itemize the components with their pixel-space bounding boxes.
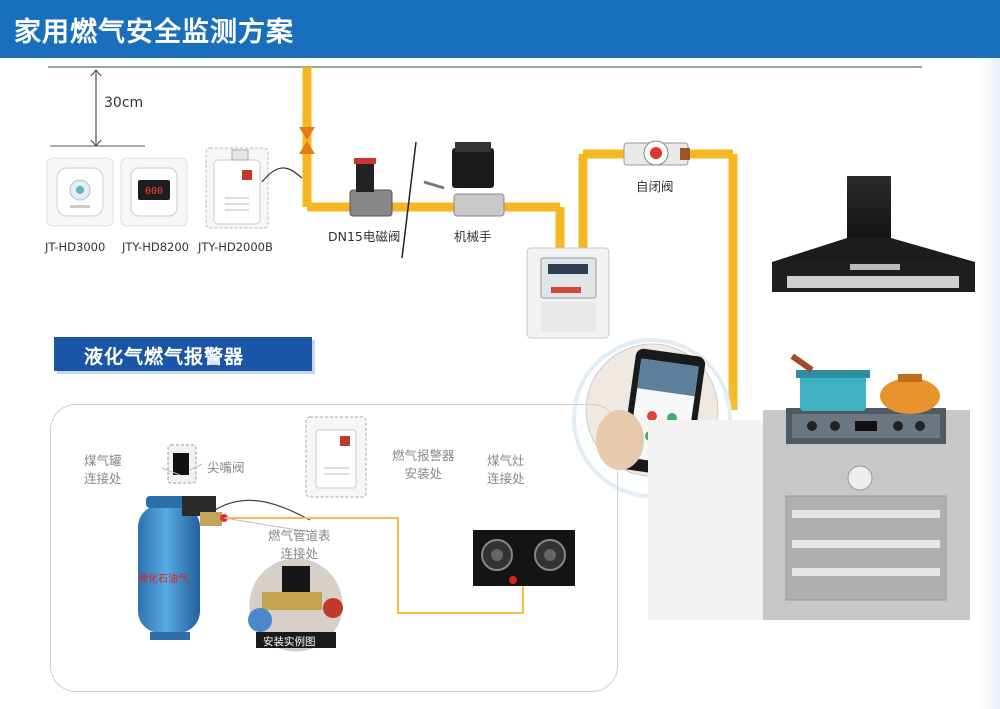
kitchen-stove <box>648 353 970 620</box>
detector-label-3: JTY-HD2000B <box>198 240 273 254</box>
range-hood <box>772 176 975 292</box>
lpg-section-header: 液化气燃气报警器 <box>54 337 312 371</box>
manipulator <box>423 142 505 217</box>
gas-pipe <box>302 67 738 410</box>
self-closing-valve-label: 自闭阀 <box>636 179 674 194</box>
detector-label-1: JT-HD3000 <box>45 240 106 254</box>
self-closing-valve <box>623 140 690 166</box>
page-title: 家用燃气安全监测方案 <box>14 17 294 48</box>
title-bar: 家用燃气安全监测方案 <box>0 0 1000 58</box>
solenoid-valve <box>349 158 393 217</box>
svg-text:000: 000 <box>145 186 163 197</box>
ball-valve-icon <box>299 127 315 154</box>
divider-line <box>401 141 417 259</box>
detector-jt-hd3000 <box>46 157 114 227</box>
tank-connection-label: 煤气罐 连接处 <box>84 453 122 486</box>
solenoid-valve-label: DN15电磁阀 <box>328 229 401 244</box>
pipe-meter-label: 燃气管道表 连接处 <box>268 528 331 561</box>
photo-caption: 安装实例图 <box>263 636 316 648</box>
right-edge-shade <box>980 58 1000 709</box>
gas-meter <box>526 247 610 339</box>
alarm-install-label: 燃气报警器 安装处 <box>392 448 455 481</box>
lpg-hose <box>214 499 311 521</box>
detector-cable <box>261 167 303 183</box>
gas-cooktop <box>473 530 575 586</box>
lpg-pipe <box>226 517 524 614</box>
detector-jty-hd8200: 000 <box>120 157 188 227</box>
dimension-marker <box>50 69 145 147</box>
cylinder-text: 液化石油气 <box>138 574 188 585</box>
lpg-cylinder <box>138 496 200 640</box>
installation-photo <box>248 558 343 652</box>
detector-jty-hd2000b <box>205 147 269 229</box>
manipulator-label: 机械手 <box>454 229 492 244</box>
stove-connection-label: 煤气灶 连接处 <box>487 453 525 486</box>
nozzle-valve-label: 尖嘴阀 <box>207 460 245 475</box>
lpg-alarm <box>305 416 367 498</box>
lpg-section-box <box>50 404 618 692</box>
detector-label-2: JTY-HD8200 <box>122 240 189 254</box>
regulator <box>182 496 228 526</box>
lpg-section-title: 液化气燃气报警器 <box>84 346 245 368</box>
dimension-label: 30cm <box>104 95 144 111</box>
